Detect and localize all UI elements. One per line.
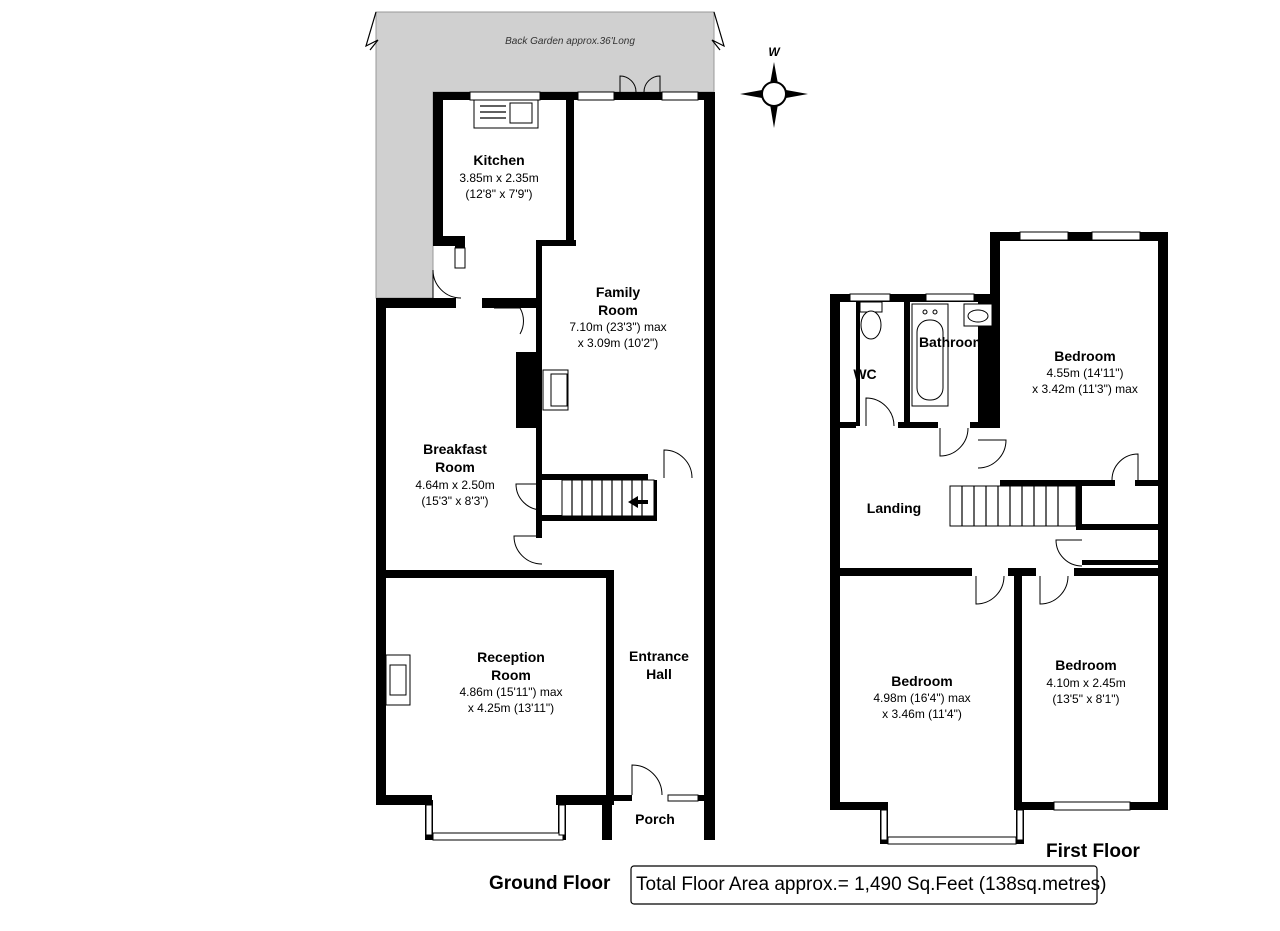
bathroom-name: Bathroom	[919, 334, 985, 350]
basin-icon	[963, 303, 993, 327]
ground-floor-label: Ground Floor	[489, 873, 611, 894]
ground-floor-windows	[385, 91, 699, 841]
breakfast-room-dim1: 4.64m x 2.50m	[415, 478, 494, 492]
bedroom-front-left-dim2: x 3.46m (11'4")	[882, 707, 962, 721]
reception-room-dim2: x 4.25m (13'11")	[468, 701, 554, 715]
entrance-hall-name1: Entrance	[629, 648, 689, 664]
compass-arrow-down	[770, 104, 778, 128]
back-garden: Back Garden approx.36'Long	[365, 11, 725, 299]
landing-name: Landing	[867, 500, 921, 516]
bedroom-front-right-name: Bedroom	[1055, 657, 1116, 673]
family-room-dim2: x 3.09m (10'2")	[578, 336, 659, 350]
family-room-name1: Family	[596, 284, 641, 300]
first-floor-staircase	[949, 485, 1077, 527]
total-area-text: Total Floor Area approx.= 1,490 Sq.Feet …	[636, 874, 1107, 895]
stair-arrow-icon	[628, 496, 648, 508]
compass-rose: W	[740, 45, 808, 128]
kitchen-dim2: (12'8" x 7'9")	[465, 187, 532, 201]
garden-label: Back Garden approx.36'Long	[505, 36, 635, 47]
first-floor-label: First Floor	[1046, 841, 1141, 862]
family-room-dim1: 7.10m (23'3") max	[569, 320, 666, 334]
bedroom-front-right-dim1: 4.10m x 2.45m	[1046, 676, 1125, 690]
compass-arrow-up	[770, 62, 778, 84]
garden-area	[375, 11, 715, 299]
entrance-hall-name2: Hall	[646, 666, 672, 682]
kitchen-sink-icon	[509, 102, 533, 124]
toilet-icon	[859, 301, 883, 340]
first-floor-labels: WC Bathroom Bedroom 4.55m (14'11") x 3.4…	[853, 334, 1138, 721]
family-room-name2: Room	[598, 302, 638, 318]
bedroom-rear-dim1: 4.55m (14'11")	[1046, 366, 1123, 380]
ground-floor-fixtures	[473, 99, 655, 517]
reception-room-name2: Room	[491, 667, 531, 683]
porch-name: Porch	[635, 811, 675, 827]
reception-room-name1: Reception	[477, 649, 545, 665]
kitchen-name: Kitchen	[473, 152, 524, 168]
first-floor-fixtures	[859, 301, 1077, 527]
bedroom-front-right-dim2: (13'5" x 8'1")	[1052, 692, 1119, 706]
bathtub-icon	[911, 303, 949, 407]
ground-floor-doors	[432, 75, 693, 796]
bedroom-front-left-dim1: 4.98m (16'4") max	[873, 691, 970, 705]
garden-break-right	[711, 11, 725, 51]
reception-room-dim1: 4.86m (15'11") max	[459, 685, 562, 699]
total-area-box	[630, 865, 1098, 905]
first-floor-doors	[865, 397, 1139, 605]
compass-circle	[761, 81, 787, 107]
bedroom-rear-dim2: x 3.42m (11'3") max	[1032, 382, 1138, 396]
wc-name: WC	[853, 366, 876, 382]
breakfast-room-name1: Breakfast	[423, 441, 487, 457]
ground-floor-labels: Kitchen 3.85m x 2.35m (12'8" x 7'9") Fam…	[415, 152, 689, 827]
compass-label: W	[768, 45, 781, 59]
garden-break-left	[365, 11, 379, 51]
breakfast-room-dim2: (15'3" x 8'3")	[421, 494, 488, 508]
kitchen-dim1: 3.85m x 2.35m	[459, 171, 538, 185]
ground-floor-staircase	[561, 479, 655, 517]
first-floor-windows	[849, 231, 1141, 845]
bedroom-rear-name: Bedroom	[1054, 348, 1115, 364]
bedroom-front-left-name: Bedroom	[891, 673, 952, 689]
compass-arrow-left	[740, 90, 762, 98]
compass-arrow-right	[786, 90, 808, 98]
breakfast-room-name2: Room	[435, 459, 475, 475]
